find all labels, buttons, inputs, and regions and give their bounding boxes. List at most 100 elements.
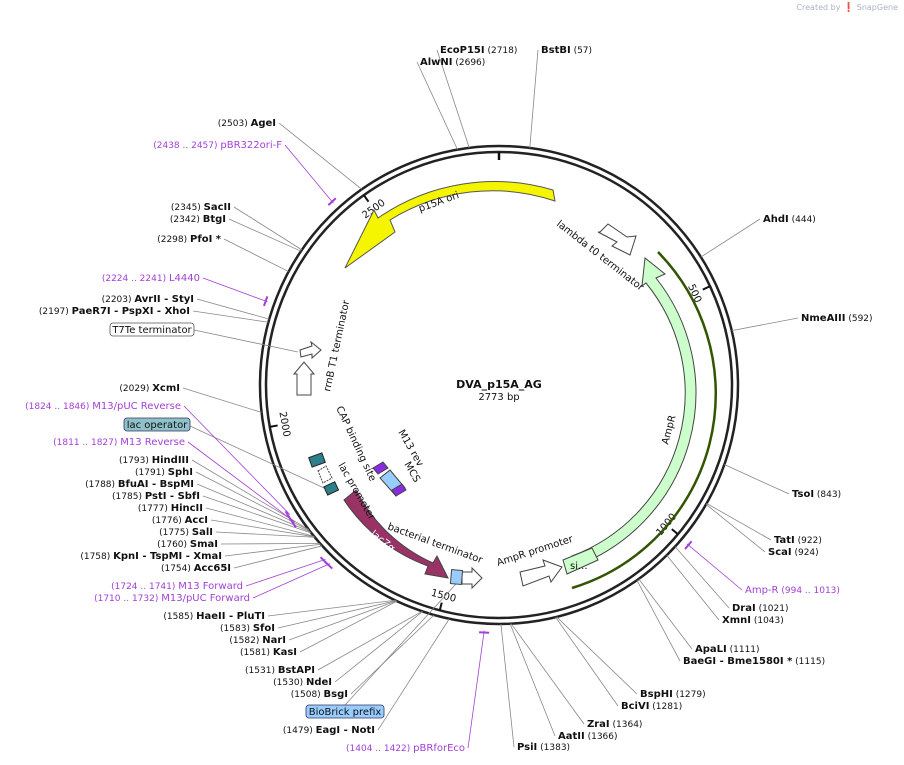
site-label[interactable]: AhdI (444) xyxy=(763,214,816,225)
site-label[interactable]: DraI (1021) xyxy=(732,603,789,614)
site-label[interactable]: TatI (922) xyxy=(774,535,822,546)
site-label[interactable]: (1775) SalI xyxy=(159,527,213,538)
site-label[interactable]: PsiI (1383) xyxy=(517,742,570,753)
site-label[interactable]: (1585) HaeII - PluTI xyxy=(163,611,265,622)
feature-lacz-alpha[interactable] xyxy=(343,489,449,579)
site-label[interactable]: ZraI (1364) xyxy=(587,719,642,730)
feature-lambda-t0-terminator[interactable] xyxy=(597,223,637,256)
feature-signal-sequence[interactable] xyxy=(562,547,599,575)
site-enzyme-name: NarI xyxy=(262,635,286,646)
feature-lac-promoter[interactable] xyxy=(317,465,333,484)
site-label[interactable]: (1508) BsgI xyxy=(291,689,348,700)
site-position: (57) xyxy=(571,46,592,56)
site-label[interactable]: XmnI (1043) xyxy=(722,615,784,626)
site-leader-line xyxy=(350,614,435,695)
site-label[interactable]: (1758) KpnI - TspMI - XmaI xyxy=(80,551,222,562)
primer-label[interactable]: (1724 .. 1741) M13 Forward xyxy=(111,581,243,592)
site-label[interactable]: (1777) HincII xyxy=(138,503,203,514)
site-label[interactable]: BaeGI - Bme1580I * (1115) xyxy=(683,656,825,667)
site-leader-line xyxy=(416,61,458,150)
feature-m13-rev[interactable] xyxy=(372,461,389,475)
site-enzyme-name: AgeI xyxy=(251,118,276,129)
feature-p15a-ori[interactable] xyxy=(344,181,556,269)
site-enzyme-name: SalI xyxy=(192,527,213,538)
site-label[interactable]: (1788) BfuAI - BspMI xyxy=(85,479,194,490)
primer-label[interactable]: Amp-R (994 .. 1013) xyxy=(745,585,840,596)
tick-label: 1500 xyxy=(430,588,457,605)
site-label[interactable]: (1530) NdeI xyxy=(273,677,332,688)
site-position: (1043) xyxy=(751,616,784,626)
primer-name: M13 Forward xyxy=(178,581,243,592)
site-label[interactable]: NmeAIII (592) xyxy=(801,313,873,324)
site-position: (1530) xyxy=(273,678,306,688)
site-label[interactable]: EcoP15I (2718) xyxy=(440,45,517,56)
primer-label[interactable]: (1404 .. 1422) pBRforEco xyxy=(346,743,465,754)
site-label[interactable]: (1582) NarI xyxy=(229,635,286,646)
site-leader-line xyxy=(555,616,619,707)
primer-label[interactable]: (1824 .. 1846) M13/pUC Reverse xyxy=(25,401,181,412)
feature-ampr-promoter[interactable] xyxy=(519,559,563,587)
feature-bacterial-terminator[interactable] xyxy=(461,566,483,590)
site-position: (922) xyxy=(795,536,822,546)
site-leader-line xyxy=(317,610,423,671)
site-label[interactable]: (1785) PstI - SbfI xyxy=(112,491,200,502)
site-label[interactable]: (1583) SfoI xyxy=(220,623,275,634)
site-label[interactable]: (1793) HindIII xyxy=(119,455,189,466)
feature-rrnb-t1-terminator[interactable] xyxy=(292,361,316,396)
feature-m13-fwd[interactable] xyxy=(391,483,407,497)
site-label[interactable]: (2298) PfoI * xyxy=(157,234,222,245)
site-label[interactable]: (2197) PaeR7I - PspXI - XhoI xyxy=(39,306,190,317)
primer-label[interactable]: (1811 .. 1827) M13 Reverse xyxy=(53,437,185,448)
site-label[interactable]: AatII (1366) xyxy=(558,731,618,742)
site-leader-line xyxy=(196,483,311,533)
site-label[interactable]: (2029) XcmI xyxy=(119,383,180,394)
site-leader-line xyxy=(278,122,362,190)
site-leader-line xyxy=(529,49,539,149)
site-label[interactable]: (1479) EagI - NotI xyxy=(283,725,375,736)
boxed-label-bg xyxy=(305,704,385,719)
feature-cap-binding-site[interactable] xyxy=(308,452,326,468)
site-label[interactable]: (1791) SphI xyxy=(135,467,193,478)
primer-label[interactable]: (2438 .. 2457) pBR322ori-F xyxy=(153,140,282,151)
site-label[interactable]: (1581) KasI xyxy=(240,647,297,658)
watermark-text: Created by xyxy=(796,3,841,12)
site-label[interactable]: BspHI (1279) xyxy=(640,689,706,700)
site-label[interactable]: ApaLI (1111) xyxy=(695,644,760,655)
snapgene-watermark: Created by ❗ SnapGene xyxy=(796,3,898,13)
site-enzyme-name: HaeII xyxy=(196,611,225,622)
site-label[interactable]: ScaI (924) xyxy=(768,547,819,558)
site-label[interactable]: (2203) AvrII - StyI xyxy=(102,294,194,305)
primer-label[interactable]: (2224 .. 2241) L4440 xyxy=(102,273,200,284)
plasmid-name: DVA_p15A_AG xyxy=(456,378,542,391)
site-position: (2203) xyxy=(102,295,135,305)
site-label[interactable]: BstBI (57) xyxy=(541,45,592,56)
primer-range: (1404 .. 1422) xyxy=(346,744,413,754)
site-label[interactable]: (1776) AccI xyxy=(152,515,208,526)
site-position: (1531) xyxy=(245,666,278,676)
site-label[interactable]: (1531) BstAPI xyxy=(245,665,315,676)
site-enzyme-name: BaeGI xyxy=(683,656,716,667)
feature-t7te-terminator[interactable] xyxy=(299,340,322,360)
site-label[interactable]: (1760) SmaI xyxy=(157,539,218,550)
boxed-label-text[interactable]: T7Te terminator xyxy=(111,325,192,336)
site-label[interactable]: AlwNI (2696) xyxy=(420,57,485,68)
site-label[interactable]: (2503) AgeI xyxy=(218,118,276,129)
site-enzyme-name: - StyI xyxy=(161,294,194,305)
boxed-label-text[interactable]: BioBrick prefix xyxy=(309,707,382,718)
site-label[interactable]: BciVI (1281) xyxy=(621,701,682,712)
primer-range: (1824 .. 1846) xyxy=(25,402,92,412)
label-rrnb-t1-terminator: rrnB T1 terminator xyxy=(322,298,352,392)
boxed-label-text[interactable]: lac operator xyxy=(127,420,188,431)
site-enzyme-name: NmeAIII xyxy=(801,313,845,324)
site-position: (1115) xyxy=(792,657,825,667)
biobrick-feature-box[interactable] xyxy=(449,569,464,586)
site-label[interactable]: (2345) SacII xyxy=(171,202,231,213)
site-enzyme-name: AlwNI xyxy=(420,57,453,68)
feature-lac-operator[interactable] xyxy=(323,481,340,496)
primer-leader-line xyxy=(187,441,295,523)
site-label[interactable]: (2342) BtgI xyxy=(170,214,226,225)
site-label[interactable]: TsoI (843) xyxy=(792,489,841,500)
primer-label[interactable]: (1710 .. 1732) M13/pUC Forward xyxy=(94,593,250,604)
site-enzyme-name: AvrII xyxy=(134,294,160,305)
site-label[interactable]: (1754) Acc65I xyxy=(161,563,231,574)
